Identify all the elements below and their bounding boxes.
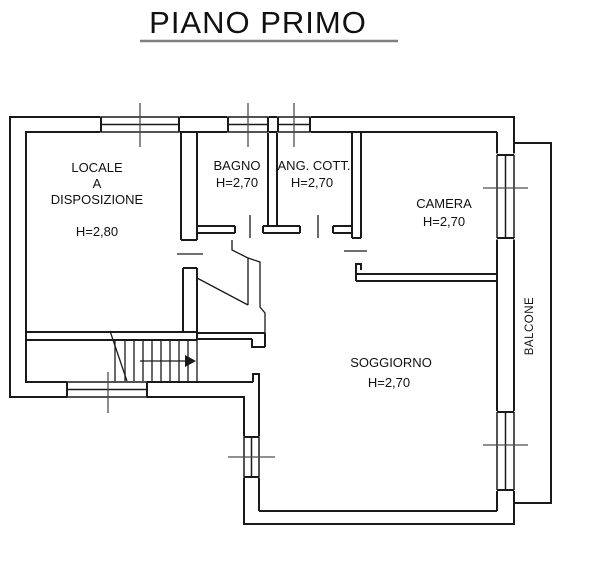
room-labels: LOCALE A DISPOSIZIONE H=2,80 BAGNO H=2,7… (51, 158, 536, 390)
door-marks (177, 215, 367, 255)
staircase (109, 240, 266, 391)
window-soggiorno-right (483, 411, 528, 491)
room-label-locale-1: LOCALE (71, 160, 123, 175)
balcony-outline (514, 142, 552, 504)
room-height-angcott: H=2,70 (291, 175, 333, 190)
room-label-balcone: BALCONE (524, 297, 536, 355)
stair-break-line (109, 330, 131, 391)
stair-arrow-head (185, 355, 196, 367)
window-soggiorno-west (228, 436, 275, 478)
window-corridor-bottom (66, 372, 148, 413)
room-label-locale-3: DISPOSIZIONE (51, 192, 144, 207)
room-height-camera: H=2,70 (423, 214, 465, 229)
exterior-walls (9, 116, 515, 525)
room-height-locale: H=2,80 (76, 224, 118, 239)
room-label-bagno: BAGNO (214, 158, 261, 173)
upper-flight-break (196, 240, 266, 333)
room-label-camera: CAMERA (416, 196, 472, 211)
window-top-bagno (227, 103, 269, 147)
room-label-soggiorno: SOGGIORNO (350, 355, 432, 370)
room-height-soggiorno: H=2,70 (368, 375, 410, 390)
room-height-bagno: H=2,70 (216, 175, 258, 190)
window-top-locale (100, 103, 180, 147)
window-camera-right (483, 153, 528, 240)
window-top-angcott (277, 103, 311, 147)
room-label-locale-2: A (93, 176, 102, 191)
page-title: PIANO PRIMO (149, 5, 367, 40)
interior-walls (26, 132, 497, 348)
room-label-angcott: ANG. COTT. (278, 158, 351, 173)
